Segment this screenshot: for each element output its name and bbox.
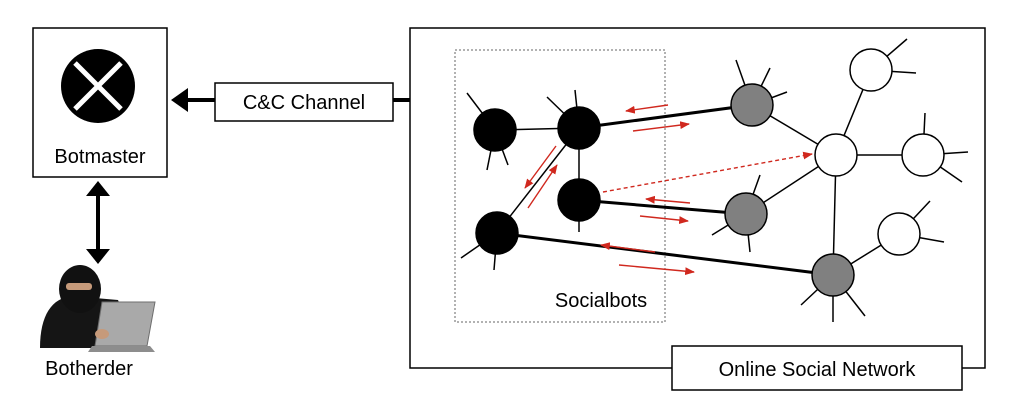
botherder-label: Botherder: [45, 358, 133, 380]
socialbots-region: [454, 49, 666, 323]
message-arrows: [524, 104, 813, 276]
benign-user-node: [814, 133, 858, 177]
benign-user-node: [849, 48, 893, 92]
infiltrated-user-node: [724, 192, 768, 236]
osn-box: [409, 27, 986, 369]
botmaster-box: Botmaster: [32, 27, 168, 178]
socialbot-node: [473, 108, 517, 152]
socialbot-node: [475, 211, 519, 255]
cc-channel-label: C&C Channel: [243, 92, 365, 114]
benign-user-node: [877, 212, 921, 256]
benign-user-node: [901, 133, 945, 177]
infiltrated-user-nodes: [724, 83, 855, 297]
osn-label: Online Social Network: [719, 359, 917, 381]
botmaster-cross-icon: [61, 49, 135, 123]
socialbot-nodes: [473, 106, 601, 255]
socialbot-node: [557, 106, 601, 150]
cc-channel-box: C&C Channel: [214, 82, 394, 122]
benign-user-nodes: [814, 48, 945, 256]
osn-label-box: Online Social Network: [671, 345, 963, 391]
socialbot-node: [557, 178, 601, 222]
hooded-hacker-icon: [40, 265, 156, 352]
botmaster-botherder-arrow: [86, 181, 110, 264]
botmaster-label: Botmaster: [54, 146, 145, 168]
infiltrated-user-node: [730, 83, 774, 127]
infiltrated-user-node: [811, 253, 855, 297]
socialbots-label: Socialbots: [555, 290, 647, 312]
